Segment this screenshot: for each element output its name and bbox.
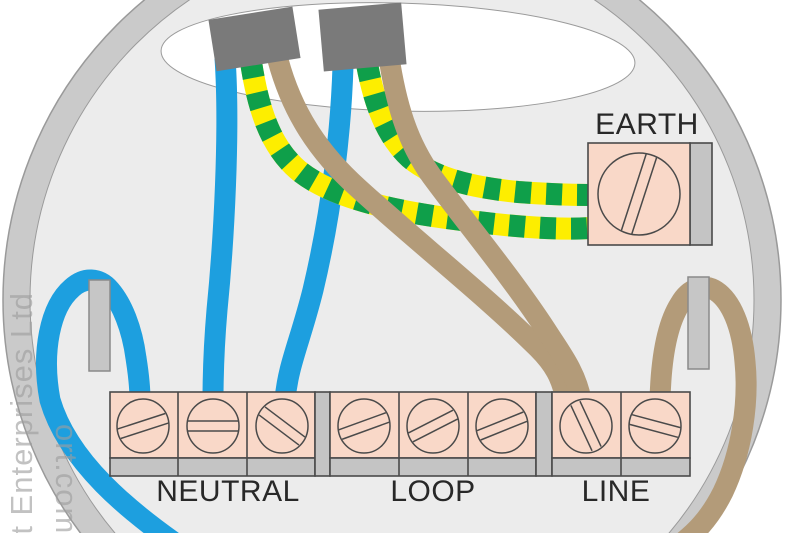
screw-terminal [475,398,529,454]
wire-supply-2-earth [356,61,591,206]
cable-clamp-left [208,6,301,72]
screw-terminal [620,154,658,234]
loop-terminal-block [329,391,537,477]
neutral-terminal-block [109,391,316,477]
earth-terminal-label: EARTH [595,108,699,141]
screw-terminal [116,398,170,454]
screw-terminal [337,398,391,454]
screw-terminal [255,398,309,454]
terminal-divider [314,391,331,477]
screw-terminal [406,398,460,454]
screw-terminal [628,398,682,454]
screw-terminal [186,398,240,454]
strain-relief-bar-left [88,279,111,372]
wire-supply-1-line [267,57,577,403]
wire-pendant-neutral [36,269,179,533]
wire-supply-2-neutral [274,65,354,402]
screw-terminal [559,398,613,454]
terminal-divider [535,391,553,477]
loop-terminal-label: LOOP [390,475,476,508]
wire-supply-1-neutral [202,57,238,401]
cable-clamp-right [318,2,407,72]
watermark-text-1: rt Enterprises Ltd [4,292,39,533]
wire-pendant-line [649,276,757,533]
strain-relief-bar-right [687,276,710,370]
watermark-text-2: ort.com [49,424,84,533]
line-terminal-label: LINE [581,475,651,508]
wire-supply-2-line [379,62,592,403]
neutral-terminal-label: NEUTRAL [156,475,300,508]
line-terminal-block [551,391,691,477]
earth-terminal-block [587,142,713,246]
